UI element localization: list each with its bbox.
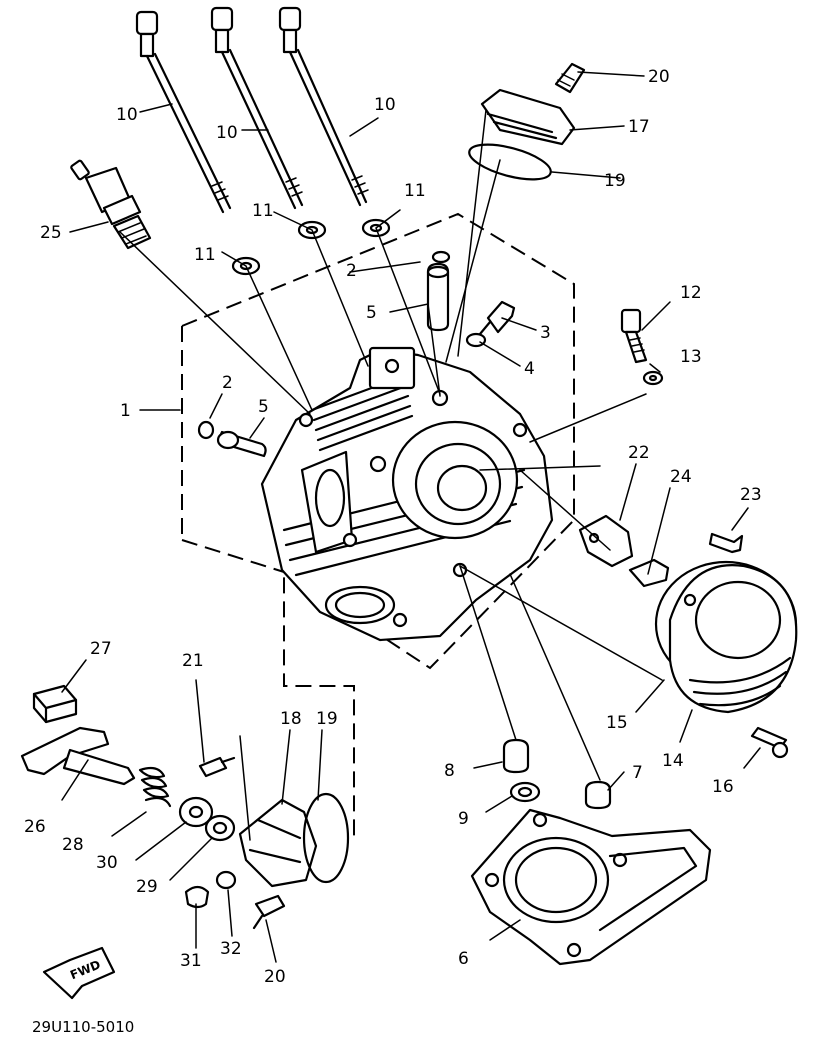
callout-31: 31	[180, 951, 202, 971]
callout-2-top: 2	[346, 261, 357, 281]
stud-middle	[210, 6, 304, 210]
callout-19-left: 19	[316, 709, 338, 729]
callout-11-b: 11	[252, 201, 274, 221]
bolt-23	[708, 532, 744, 554]
callout-5-left: 5	[258, 397, 269, 417]
washer-32	[215, 870, 237, 890]
cylinder-head	[260, 346, 554, 642]
plate-22	[578, 514, 634, 568]
callout-30: 30	[96, 853, 118, 873]
o-ring-19-top	[468, 143, 552, 181]
callout-1: 1	[120, 401, 131, 421]
callout-26: 26	[24, 817, 46, 837]
callout-15: 15	[606, 713, 628, 733]
dowel-8	[502, 738, 530, 774]
part-code: 29U110-5010	[32, 1018, 134, 1036]
housing-18	[238, 798, 318, 888]
callout-10-b: 10	[216, 123, 238, 143]
assembly-boundary	[181, 212, 575, 840]
callout-29: 29	[136, 877, 158, 897]
spring-28	[138, 766, 172, 808]
o-ring-19-left	[302, 792, 350, 884]
washer-9	[509, 781, 541, 803]
tappet-cover-17	[480, 62, 586, 146]
callout-23: 23	[740, 485, 762, 505]
callout-20-top: 20	[648, 67, 670, 87]
valve-guide-lower	[197, 420, 267, 458]
callout-2-left: 2	[222, 373, 233, 393]
leader-lines	[61, 71, 761, 963]
callout-7: 7	[632, 763, 643, 783]
bolt-21	[198, 756, 236, 778]
callout-4: 4	[524, 359, 535, 379]
callout-5-top: 5	[366, 303, 377, 323]
callout-28: 28	[62, 835, 84, 855]
callout-8: 8	[444, 761, 455, 781]
washer-30	[178, 796, 214, 828]
bolt-3	[478, 300, 516, 336]
stud-left	[135, 10, 232, 214]
lever-26	[20, 726, 136, 786]
dowel-7	[584, 780, 612, 810]
head-gasket-6	[470, 808, 712, 966]
callout-13: 13	[680, 347, 702, 367]
stud-bolts	[135, 6, 664, 386]
callout-12: 12	[680, 283, 702, 303]
callout-14: 14	[662, 751, 684, 771]
callout-18: 18	[280, 709, 302, 729]
seal-29	[204, 814, 236, 842]
fwd-arrow: FWD	[42, 946, 116, 1000]
callout-32: 32	[220, 939, 242, 959]
callout-25: 25	[40, 223, 62, 243]
bolt-12	[620, 308, 648, 364]
callout-20-bottom: 20	[264, 967, 286, 987]
callout-22: 22	[628, 443, 650, 463]
callout-27: 27	[90, 639, 112, 659]
plug-31	[184, 885, 210, 909]
callout-21: 21	[182, 651, 204, 671]
callout-9: 9	[458, 809, 469, 829]
callout-17: 17	[628, 117, 650, 137]
callout-11-a: 11	[194, 245, 216, 265]
callout-6: 6	[458, 949, 469, 969]
callout-24: 24	[670, 467, 692, 487]
valve-guide-upper	[426, 250, 451, 332]
callout-labels: 10 10 10 20 17 19 25 11 11 11 2 5 3 4 12…	[24, 67, 762, 1036]
callout-3: 3	[540, 323, 551, 343]
callout-19-top: 19	[604, 171, 626, 191]
bolt-20-lower	[252, 894, 286, 930]
washer-11-d	[642, 370, 664, 386]
tappet-cover-14	[654, 560, 798, 759]
cap-27	[32, 684, 78, 724]
spark-plug	[70, 159, 152, 250]
callout-16: 16	[712, 777, 734, 797]
callout-10-a: 10	[116, 105, 138, 125]
stud-right	[278, 6, 369, 207]
callout-11-c: 11	[404, 181, 426, 201]
callout-10-c: 10	[374, 95, 396, 115]
